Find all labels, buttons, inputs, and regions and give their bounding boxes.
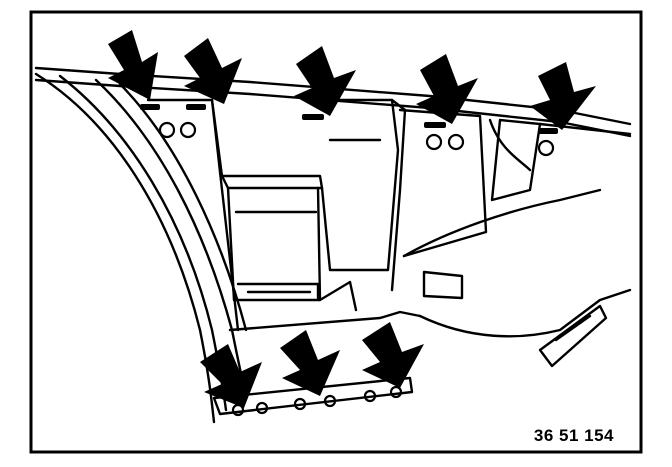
hole — [179, 121, 197, 139]
hole — [425, 133, 443, 151]
callout-arrow — [362, 322, 424, 388]
callout-arrow — [416, 54, 478, 124]
hole — [158, 121, 176, 139]
clip-slot — [424, 122, 446, 128]
callout-arrows — [108, 30, 596, 408]
callout-arrow — [530, 62, 596, 130]
clip-slot — [186, 104, 206, 110]
hole — [363, 389, 377, 403]
rear-corner — [538, 304, 608, 368]
clip-slot — [140, 104, 160, 110]
hole — [447, 133, 465, 151]
callout-arrow — [184, 38, 242, 104]
callout-arrow — [280, 330, 340, 396]
hole — [323, 394, 337, 408]
clip-slot — [538, 128, 558, 134]
callout-arrow — [108, 30, 158, 100]
clip-slots — [140, 104, 558, 134]
center-pillar — [320, 98, 400, 272]
callout-arrow — [294, 46, 356, 116]
reference-number: 36 51 154 — [533, 426, 614, 445]
hole — [293, 397, 307, 411]
sill-upper — [228, 310, 422, 332]
callout-arrow — [200, 344, 262, 408]
hole — [255, 401, 269, 415]
hole — [389, 385, 403, 399]
hole — [537, 139, 555, 157]
sill-flange — [212, 376, 414, 416]
clip-slot — [302, 114, 324, 120]
mounting-holes — [158, 121, 555, 417]
